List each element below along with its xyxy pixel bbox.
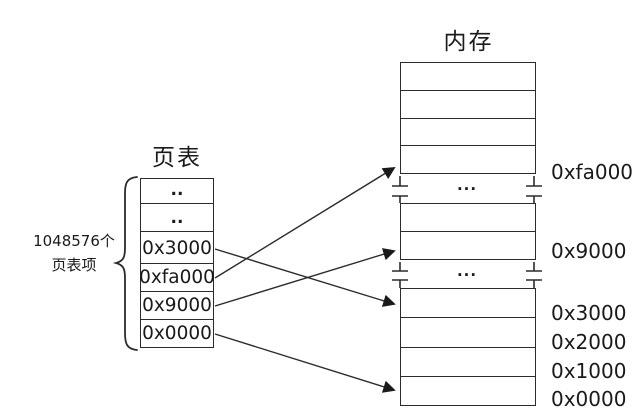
memory-row [401,204,535,232]
arrow-0xfa000-to-frame [214,167,396,279]
memory-row [401,91,535,119]
address-label: 0x2000 [551,330,627,354]
count-label-line2: 页表项 [51,256,97,274]
memory-row-0x0000 [401,377,535,405]
memory-section-top [400,62,536,174]
page-table-count-label: 1048576个 页表项 [26,229,122,277]
memory-row [401,119,535,147]
page-table-entry: 0x0000 [142,322,212,344]
memory-break-ellipsis: ... [456,176,478,194]
address-label: 0x9000 [551,239,627,263]
memory-row [401,63,535,91]
memory-title: 内存 [443,29,494,55]
count-label-line1: 1048576个 [33,232,115,250]
page-table-entry: 0x3000 [141,235,213,264]
page-table-entry: 0xfa000 [139,264,215,292]
memory-row-0x1000 [401,348,535,377]
memory-row-0x2000 [401,318,535,348]
page-table-entry: .. [141,204,213,233]
address-label: 0x1000 [551,359,627,383]
page-table: .. .. 0x3000 0xfa000 0x9000 0x0000 [139,176,215,348]
memory-section-bottom [400,288,536,406]
page-table-entry: .. [141,176,213,205]
memory-break-ellipsis: ... [456,262,478,280]
memory-section-middle [400,203,536,260]
page-table-title: 页表 [152,145,202,171]
arrow-0x0000-to-frame [214,333,396,393]
memory-row-0x3000 [401,289,535,319]
memory-break: ... [400,262,534,288]
arrow-0x3000-to-frame [214,248,396,307]
address-label: 0xfa000 [551,160,634,184]
page-table-entry: 0x9000 [141,292,213,320]
memory-row-0xfa000 [401,146,535,173]
address-label: 0x0000 [551,387,627,411]
address-label: 0x3000 [551,301,627,325]
memory-break: ... [400,176,534,202]
arrow-0x9000-to-frame [214,248,396,307]
memory-row-0x9000 [401,232,535,259]
